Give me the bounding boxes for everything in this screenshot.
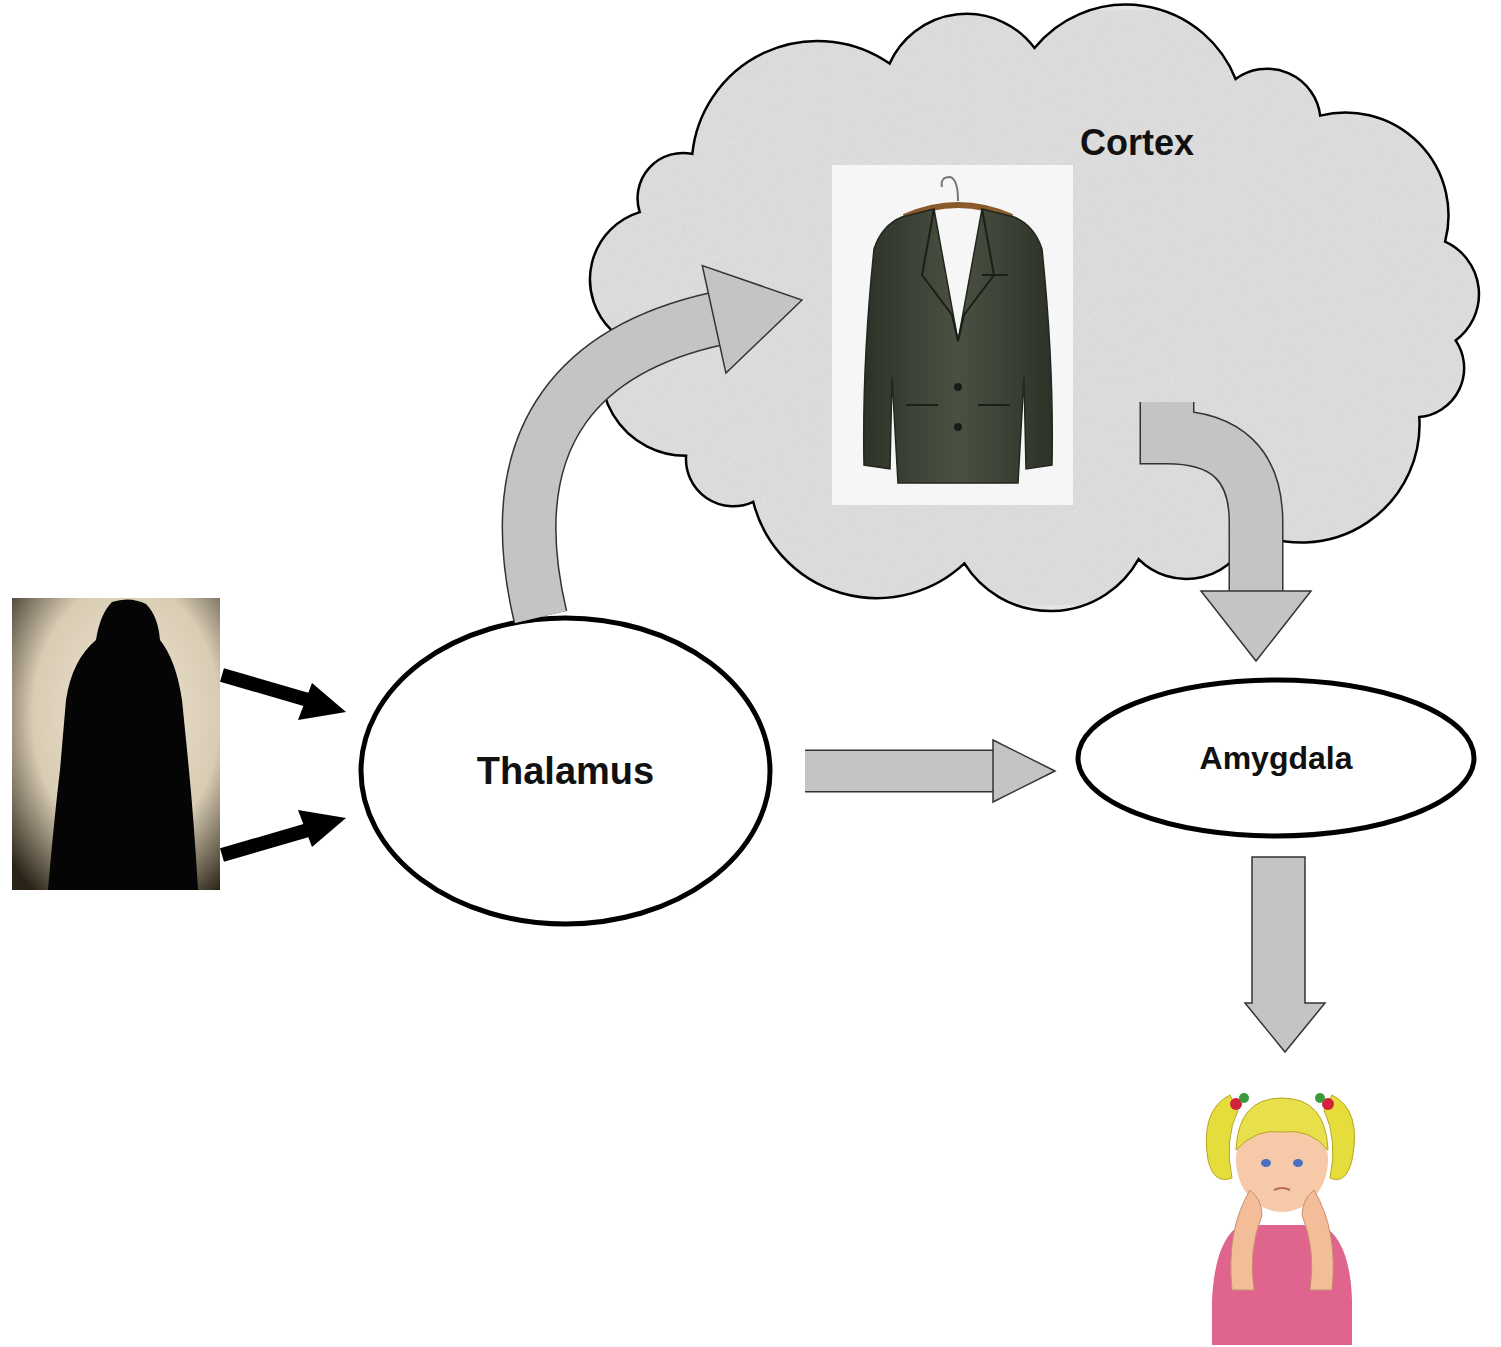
region-ellipse: Thalamus xyxy=(358,615,773,927)
girl-figure xyxy=(1206,1093,1354,1345)
region-label: Thalamus xyxy=(477,750,654,793)
silhouette-picture xyxy=(12,598,220,890)
region-ellipse: Amygdala xyxy=(1075,677,1477,839)
block-arrow xyxy=(1167,402,1311,661)
coat-picture xyxy=(832,165,1073,505)
input-arrows xyxy=(222,675,346,855)
region-label: Amygdala xyxy=(1200,740,1353,777)
region-label: Cortex xyxy=(1080,122,1194,164)
block-arrow xyxy=(805,740,1055,802)
output-arrow xyxy=(1245,857,1325,1052)
block-arrow xyxy=(529,266,802,617)
